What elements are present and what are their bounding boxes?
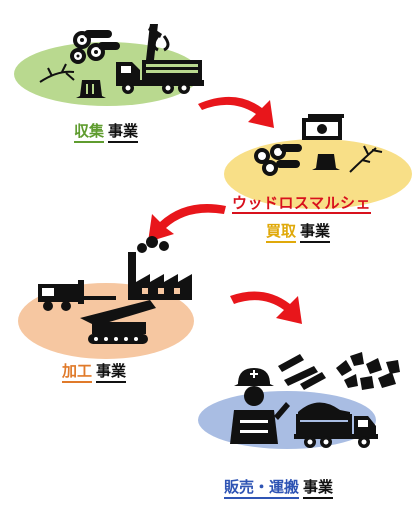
tracked-crusher-icon (80, 300, 156, 344)
stage-label-sales: 販売・運搬事業 (224, 478, 334, 499)
arrow-processing-to-sales (230, 291, 302, 324)
stage-label-purchase: 買取事業 (266, 222, 331, 243)
money-icon (302, 114, 344, 140)
logs-icon (254, 144, 302, 176)
crane-truck-icon (116, 24, 204, 94)
branch-icon (39, 63, 75, 83)
stage-highlight: 買取 (266, 222, 297, 243)
stage-suffix: 事業 (96, 362, 127, 383)
stage-label-processing: 加工事業 (62, 362, 127, 383)
stage-highlight: 加工 (62, 362, 93, 383)
arrow-collection-to-purchase (198, 96, 274, 128)
stage-label-collection: 収集事業 (74, 122, 139, 143)
factory-icon (128, 236, 192, 300)
stage-suffix: 事業 (300, 222, 331, 243)
stump-icon (312, 154, 340, 170)
wood-chips-icon (336, 352, 400, 390)
stage-suffix: 事業 (108, 122, 139, 143)
stage-highlight: 販売・運搬 (224, 478, 300, 499)
stage-highlight: 収集 (74, 122, 105, 143)
timber-icon (278, 354, 326, 390)
dump-truck-icon (294, 402, 378, 448)
logs-icon (70, 30, 120, 64)
worker-icon (230, 368, 290, 444)
chipper-icon (38, 280, 116, 311)
brand-label: ウッドロスマルシェ (232, 194, 372, 214)
branch-icon (349, 145, 383, 173)
stage-suffix: 事業 (303, 478, 334, 499)
stump-icon (76, 80, 106, 98)
arrow-purchase-to-processing (148, 204, 226, 242)
